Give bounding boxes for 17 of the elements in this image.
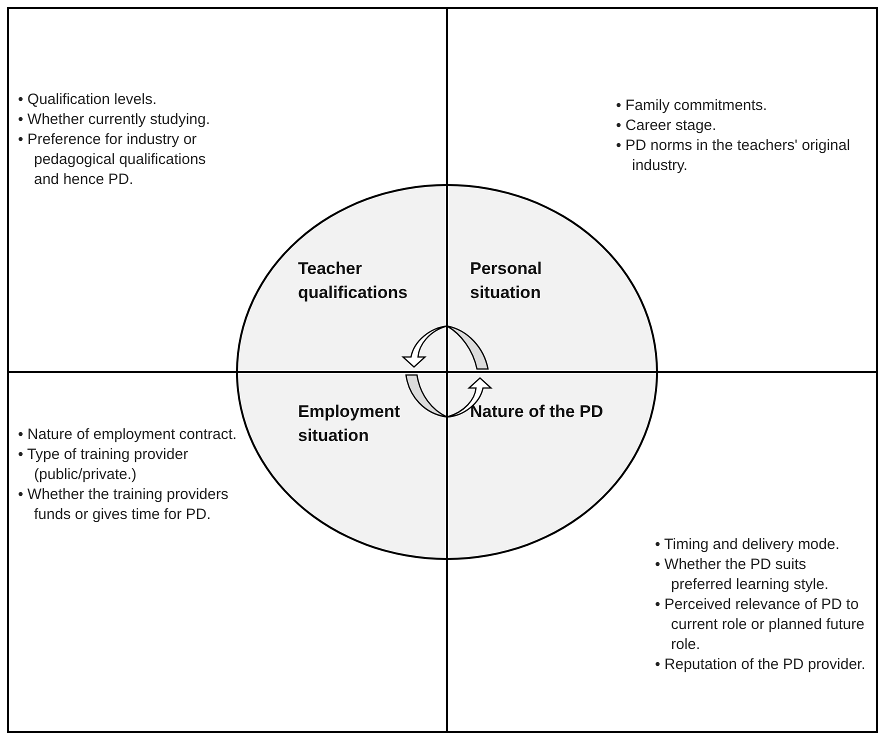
- bullet-item: • Preference for industry or pedagogical qualifications and hence PD.: [18, 130, 207, 190]
- circle-label: Nature of the PD: [470, 401, 604, 423]
- bullet-item: • Timing and delivery mode.: [655, 535, 841, 555]
- bullet-item: • PD norms in the teachers' original industry.: [616, 136, 852, 176]
- bullet-item: • Whether the training providers funds or gives time for PD.: [18, 485, 230, 525]
- circle-label: Personal situation: [470, 258, 543, 304]
- bullet-item: • Family commitments.: [616, 96, 768, 116]
- bullet-item: • Whether the PD suits preferred learning style.: [655, 555, 830, 595]
- circle-label: Employment situation: [298, 401, 402, 447]
- bullet-item: • Reputation of the PD provider.: [655, 655, 866, 675]
- bullet-item: • Whether currently studying.: [18, 110, 211, 130]
- bullet-item: • Qualification levels.: [18, 90, 158, 110]
- bullet-item: • Nature of employment contract.: [18, 425, 238, 445]
- bullet-item: • Career stage.: [616, 116, 718, 136]
- bullet-item: • Type of training provider (public/private.): [18, 445, 190, 485]
- bullet-item: • Perceived relevance of PD to current role or planned future role.: [655, 595, 866, 655]
- circle-label: Teacher qualifications: [298, 258, 409, 304]
